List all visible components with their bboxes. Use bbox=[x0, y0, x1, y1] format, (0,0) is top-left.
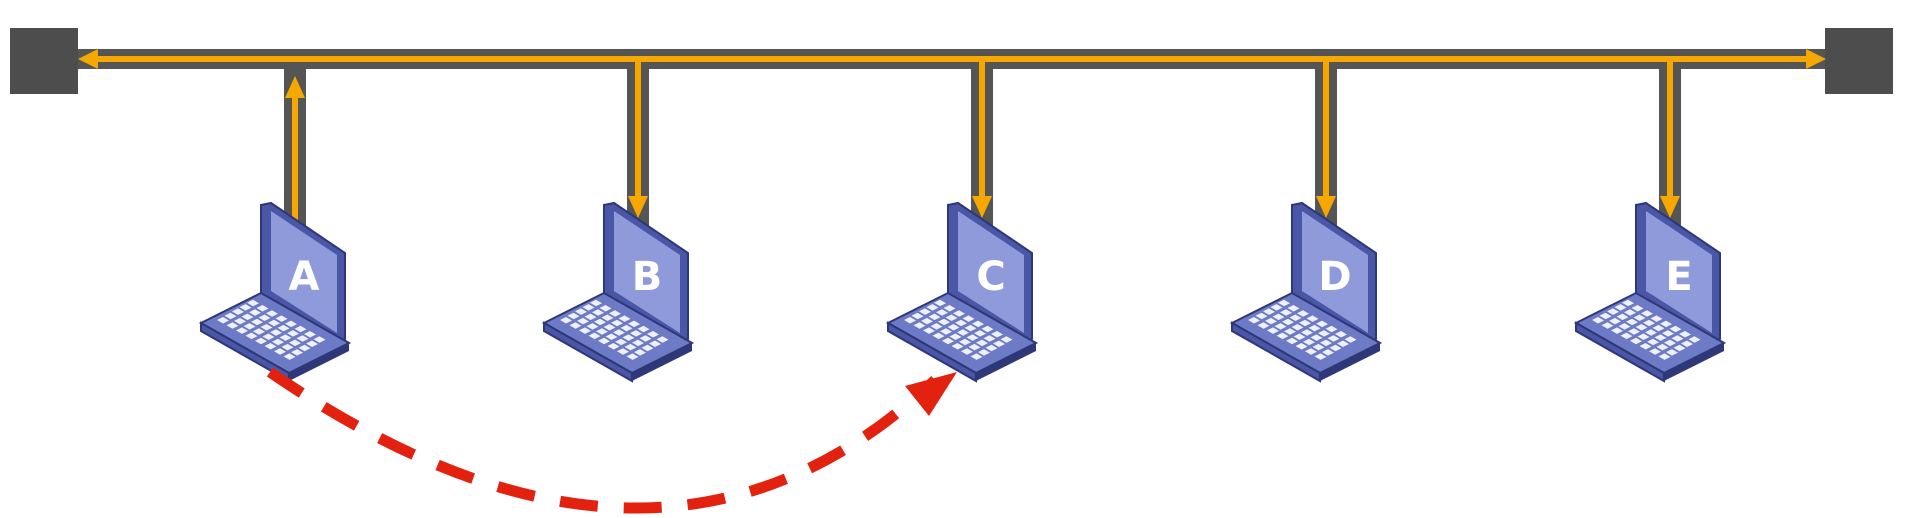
laptop-base-edge-right bbox=[1320, 343, 1380, 381]
laptop-base-edge-right bbox=[632, 343, 692, 381]
signal-arrow-down-d bbox=[1316, 196, 1336, 218]
node-b: B bbox=[541, 59, 695, 383]
bus-signal-arrow-left bbox=[78, 49, 98, 69]
laptop-b: B bbox=[541, 201, 695, 383]
laptop-keyboard bbox=[904, 299, 1013, 360]
laptop-c: C bbox=[885, 201, 1039, 383]
laptop-keyboard bbox=[217, 299, 326, 360]
laptop-screen bbox=[614, 211, 680, 333]
laptop-screen bbox=[958, 211, 1024, 333]
bus-signal-arrow-right bbox=[1806, 49, 1826, 69]
signal-arrow-down-b bbox=[628, 196, 648, 218]
transfer-arrowhead bbox=[905, 372, 957, 416]
nodes-layer: A B C D E bbox=[198, 59, 1727, 383]
laptop-screen bbox=[1302, 211, 1368, 333]
node-d: D bbox=[1229, 59, 1383, 383]
node-label-e: E bbox=[1665, 254, 1692, 300]
signal-arrow-down-c bbox=[972, 196, 992, 218]
laptop-d: D bbox=[1229, 201, 1383, 383]
laptop-base-edge-right bbox=[289, 343, 349, 381]
laptop-keyboard bbox=[560, 299, 669, 360]
signal-arrow-down-e bbox=[1660, 196, 1680, 218]
node-label-d: D bbox=[1318, 254, 1351, 300]
node-e: E bbox=[1573, 59, 1727, 383]
transfer-arc bbox=[266, 367, 939, 514]
node-label-a: A bbox=[289, 254, 320, 300]
transfer-arrow bbox=[266, 367, 957, 514]
right-terminator bbox=[1825, 28, 1893, 94]
laptop-a: A bbox=[198, 201, 352, 383]
laptop-keyboard bbox=[1248, 299, 1357, 360]
laptop-base-edge-right bbox=[1664, 343, 1724, 381]
left-terminator bbox=[10, 28, 78, 94]
laptop-e: E bbox=[1573, 201, 1727, 383]
node-label-c: C bbox=[976, 254, 1005, 300]
laptop-screen bbox=[271, 211, 337, 333]
signal-arrow-up-a bbox=[285, 76, 305, 98]
laptop-base-edge-right bbox=[976, 343, 1036, 381]
laptop-keyboard bbox=[1592, 299, 1701, 360]
node-a: A bbox=[198, 63, 352, 383]
node-label-b: B bbox=[632, 254, 663, 300]
network-bus bbox=[10, 28, 1893, 94]
laptop-screen bbox=[1646, 211, 1712, 333]
node-c: C bbox=[885, 59, 1039, 383]
